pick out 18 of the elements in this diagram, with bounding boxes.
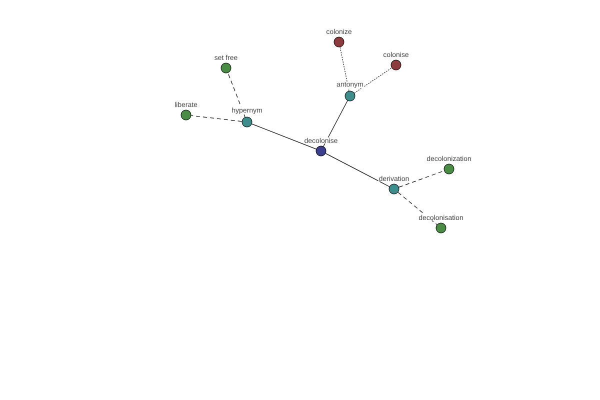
connector-line	[190, 115, 242, 122]
graph-node	[180, 110, 192, 120]
connector-line	[340, 46, 350, 92]
graph-node	[334, 36, 344, 48]
connector-line	[354, 68, 392, 94]
graph-node	[390, 60, 402, 70]
graph-node	[444, 164, 454, 174]
connector-line	[252, 124, 316, 150]
graph-node	[220, 62, 232, 74]
graph-node	[242, 116, 252, 128]
connector-line	[228, 72, 246, 118]
connector-line	[325, 153, 390, 187]
graph-node	[344, 90, 356, 102]
connector-line	[398, 192, 438, 225]
connector-line	[398, 170, 444, 188]
graph-node	[388, 184, 400, 194]
graph-node	[316, 146, 326, 156]
graph-node	[436, 222, 446, 234]
